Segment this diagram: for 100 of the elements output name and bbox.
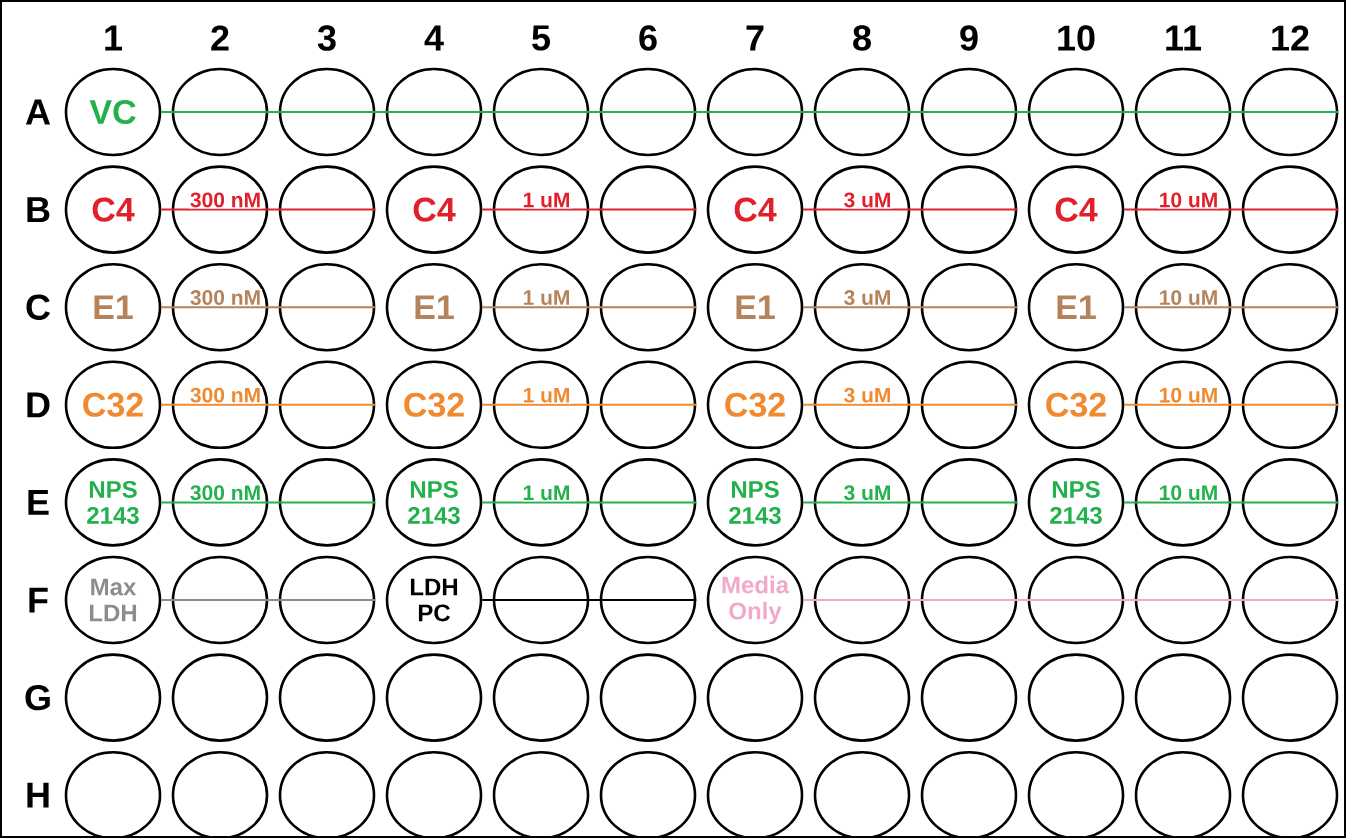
well bbox=[64, 653, 162, 742]
labeled-well: NPS 2143 bbox=[706, 458, 804, 547]
well bbox=[492, 360, 590, 450]
labeled-well: C32 bbox=[706, 360, 804, 450]
labeled-well: NPS 2143 bbox=[64, 458, 162, 547]
well bbox=[171, 458, 269, 547]
well bbox=[385, 750, 483, 838]
well bbox=[599, 67, 697, 157]
well bbox=[813, 165, 911, 254]
column-number: 9 bbox=[960, 25, 978, 51]
labeled-well: Max LDH bbox=[64, 555, 162, 645]
well bbox=[171, 555, 269, 645]
edge-label: 10 uM bbox=[1157, 386, 1220, 404]
well bbox=[1027, 555, 1125, 645]
labeled-well: E1 bbox=[1027, 262, 1125, 352]
well bbox=[599, 555, 697, 645]
well bbox=[1027, 67, 1125, 157]
edge-label: 10 uM bbox=[1157, 191, 1220, 209]
row-letter: B bbox=[27, 197, 50, 222]
well bbox=[599, 458, 697, 547]
well bbox=[1241, 262, 1339, 352]
column-number: 7 bbox=[746, 25, 764, 51]
labeled-well: LDH PC bbox=[385, 555, 483, 645]
well bbox=[278, 555, 376, 645]
labeled-well: C32 bbox=[1027, 360, 1125, 450]
column-number: 2 bbox=[211, 25, 229, 51]
well bbox=[171, 165, 269, 254]
well bbox=[920, 67, 1018, 157]
edge-label: 1 uM bbox=[521, 386, 572, 404]
well bbox=[920, 262, 1018, 352]
column-number: 10 bbox=[1058, 25, 1095, 51]
row-letter: F bbox=[29, 587, 48, 613]
labeled-well: E1 bbox=[64, 262, 162, 352]
well bbox=[1134, 360, 1232, 450]
well bbox=[492, 555, 590, 645]
well bbox=[920, 360, 1018, 450]
labeled-well: C4 bbox=[64, 165, 162, 254]
well bbox=[1134, 555, 1232, 645]
well bbox=[385, 67, 483, 157]
well bbox=[278, 653, 376, 742]
column-number: 12 bbox=[1272, 25, 1309, 51]
well bbox=[64, 750, 162, 838]
edge-label: 300 nM bbox=[188, 386, 263, 404]
well bbox=[599, 165, 697, 254]
well bbox=[1027, 653, 1125, 742]
edge-label: 1 uM bbox=[521, 484, 572, 502]
edge-label: 3 uM bbox=[842, 191, 893, 209]
labeled-well: C4 bbox=[706, 165, 804, 254]
well bbox=[278, 458, 376, 547]
column-number: 3 bbox=[317, 25, 336, 51]
edge-label: 3 uM bbox=[842, 289, 893, 306]
labeled-well: C4 bbox=[385, 165, 483, 254]
labeled-well: C32 bbox=[385, 360, 483, 450]
well bbox=[1241, 458, 1339, 547]
edge-label: 10 uM bbox=[1157, 289, 1220, 306]
column-number: 5 bbox=[532, 25, 550, 51]
column-number: 1 bbox=[105, 25, 122, 51]
well bbox=[1241, 555, 1339, 645]
well bbox=[813, 67, 911, 157]
well bbox=[1241, 653, 1339, 742]
well bbox=[813, 458, 911, 547]
well bbox=[278, 750, 376, 838]
well bbox=[813, 555, 911, 645]
labeled-well: C32 bbox=[64, 360, 162, 450]
well bbox=[278, 360, 376, 450]
well bbox=[492, 262, 590, 352]
well bbox=[813, 360, 911, 450]
edge-label: 3 uM bbox=[842, 386, 893, 404]
labeled-well: E1 bbox=[706, 262, 804, 352]
row-letter: G bbox=[25, 684, 50, 711]
column-number: 6 bbox=[639, 25, 657, 51]
well bbox=[1241, 165, 1339, 254]
row-letter: C bbox=[26, 294, 50, 320]
well bbox=[599, 653, 697, 742]
well bbox=[171, 67, 269, 157]
well bbox=[1134, 653, 1232, 742]
labeled-well: VC bbox=[64, 67, 162, 157]
well bbox=[492, 165, 590, 254]
labeled-well: Media Only bbox=[706, 555, 804, 645]
well bbox=[278, 67, 376, 157]
edge-label: 3 uM bbox=[842, 484, 893, 502]
well bbox=[920, 750, 1018, 838]
well bbox=[278, 165, 376, 254]
column-number: 4 bbox=[424, 25, 444, 51]
edge-label: 300 nM bbox=[188, 191, 263, 209]
edge-label: 10 uM bbox=[1157, 484, 1220, 502]
well bbox=[706, 750, 804, 838]
well bbox=[920, 165, 1018, 254]
labeled-well: NPS 2143 bbox=[1027, 458, 1125, 547]
row-letter: D bbox=[27, 392, 50, 418]
well bbox=[1241, 67, 1339, 157]
well bbox=[171, 653, 269, 742]
well bbox=[599, 360, 697, 450]
well bbox=[599, 262, 697, 352]
well bbox=[920, 653, 1018, 742]
well bbox=[1134, 458, 1232, 547]
column-number: 8 bbox=[853, 25, 871, 51]
well bbox=[1027, 750, 1125, 838]
well bbox=[492, 653, 590, 742]
well bbox=[1241, 750, 1339, 838]
